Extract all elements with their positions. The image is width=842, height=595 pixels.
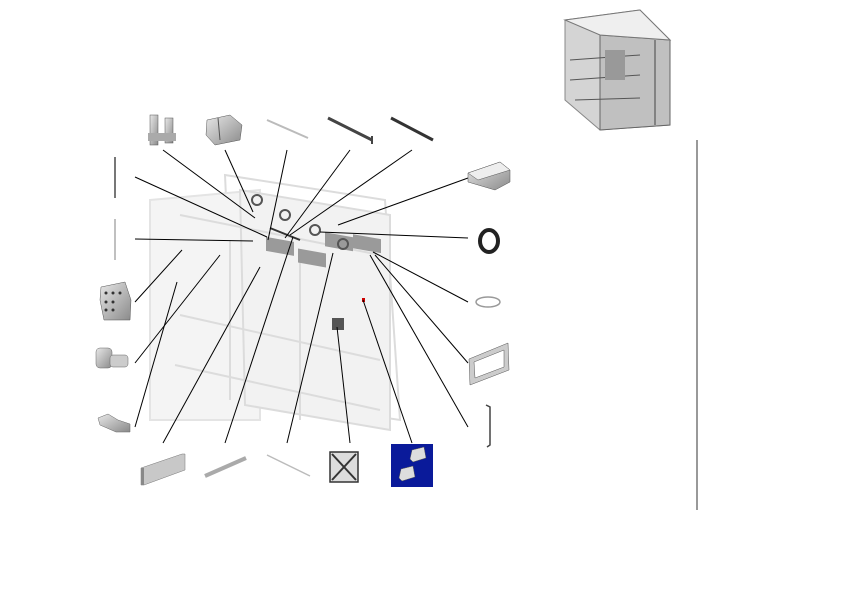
assembly-overview-image [553, 5, 678, 135]
part-insulating-block[interactable] [140, 453, 186, 486]
part-wire[interactable] [266, 454, 311, 477]
part-mounting-rail[interactable] [327, 116, 373, 144]
part-flat-bar[interactable] [390, 116, 434, 142]
main-frame-ghost [149, 173, 402, 432]
part-fan-frame[interactable] [329, 451, 359, 483]
part-thin-rod[interactable] [266, 119, 309, 139]
part-connector-block[interactable] [205, 114, 243, 146]
part-gasket-ring[interactable] [478, 228, 500, 254]
part-window-frame[interactable] [468, 342, 510, 386]
frame-components [251, 194, 381, 330]
part-bracket[interactable] [148, 114, 176, 146]
part-ic-chips-highlighted[interactable] [391, 444, 433, 487]
part-flat-strip[interactable] [204, 456, 247, 478]
part-cover-box[interactable] [467, 161, 511, 191]
part-wire-clip[interactable] [485, 404, 491, 448]
part-shaft-pin[interactable] [97, 413, 131, 433]
part-o-ring[interactable] [475, 296, 501, 308]
part-terminal-plate[interactable] [99, 281, 132, 321]
leader-lines [134, 149, 469, 444]
part-stepped-bushing[interactable] [95, 347, 129, 369]
